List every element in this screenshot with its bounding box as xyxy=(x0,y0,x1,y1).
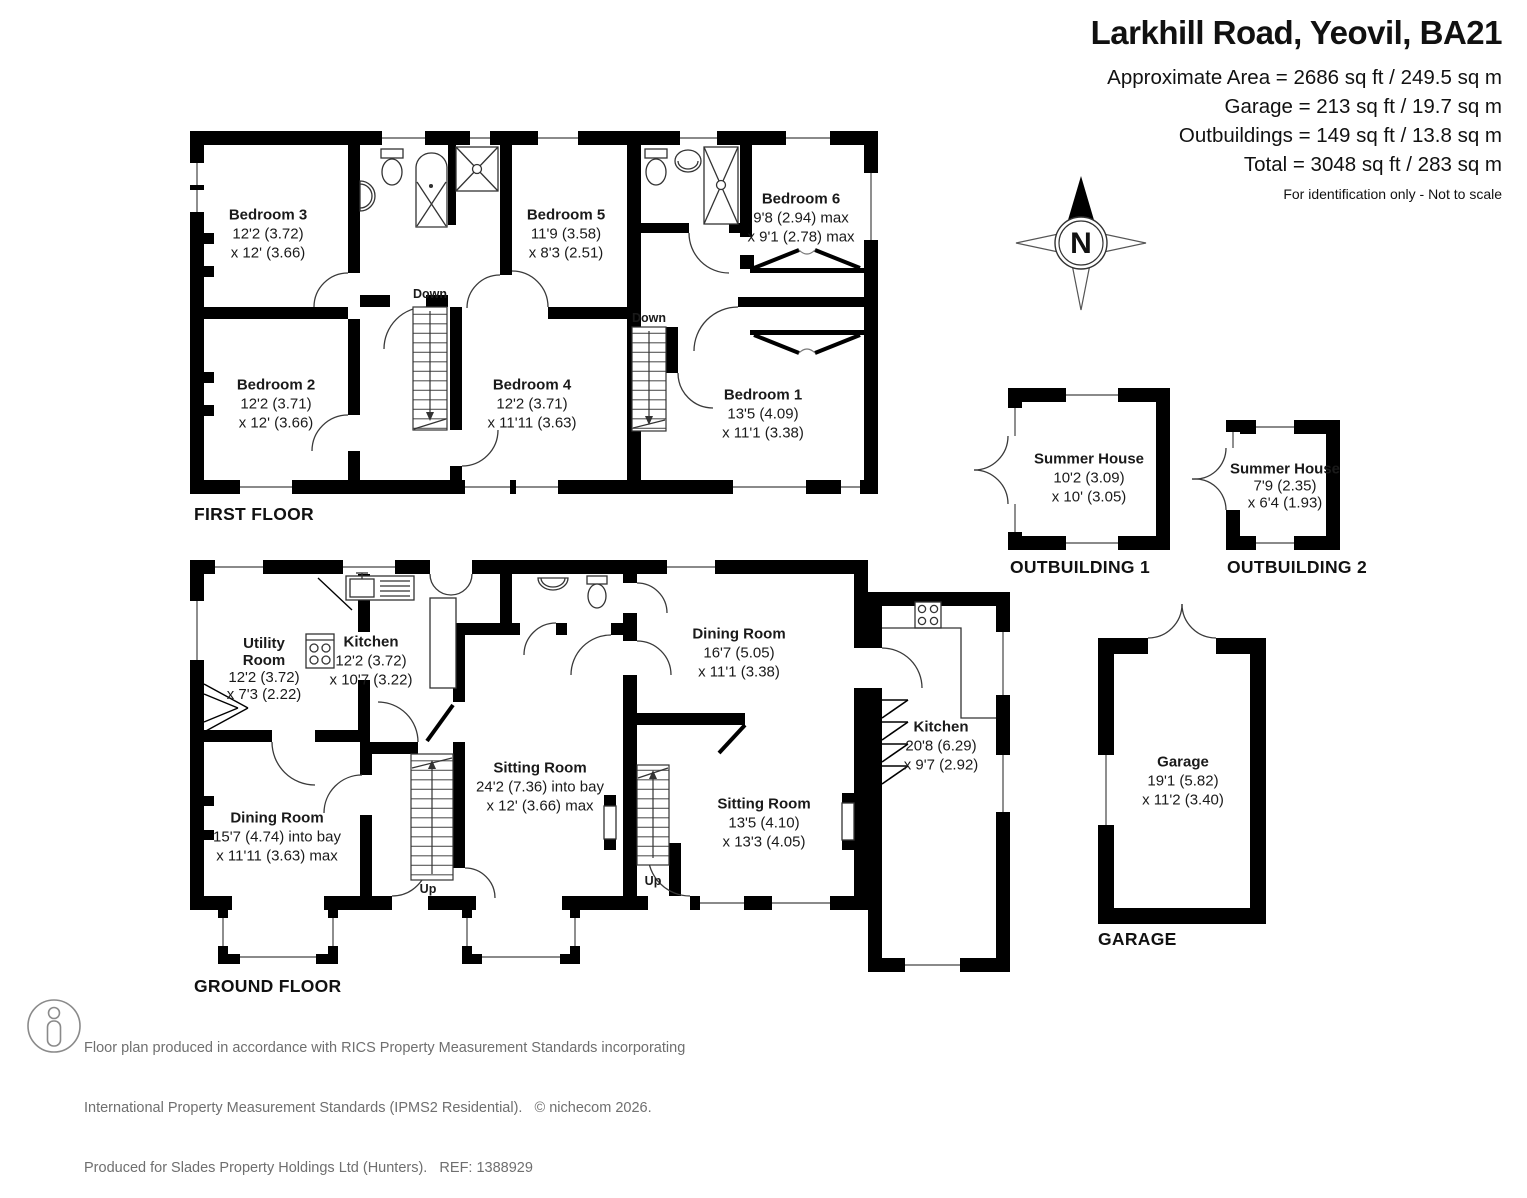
cloak-sink-icon xyxy=(537,577,569,591)
stairs-down-label: Down xyxy=(412,287,448,301)
outbuilding-1-caption: OUTBUILDING 1 xyxy=(1010,557,1151,577)
ground-floor-caption: GROUND FLOOR xyxy=(194,976,342,996)
footer-line: Produced for Slades Property Holdings Lt… xyxy=(84,1160,533,1176)
ff-windows xyxy=(190,131,878,494)
stairs-up-label: Up xyxy=(644,874,662,888)
room-label-summer-house-1: Summer House 10'2 (3.09) x 10' (3.05) xyxy=(1033,450,1145,506)
bath-icon xyxy=(415,152,448,228)
garage-plan xyxy=(1098,603,1266,924)
approximate-area: Approximate Area = 2686 sq ft / 249.5 sq… xyxy=(1107,66,1502,89)
room-label-kitchen: Kitchen 12'2 (3.72) x 10'7 (3.22) xyxy=(329,633,413,689)
hob-icon xyxy=(305,633,335,669)
compass-rose xyxy=(1015,176,1147,311)
room-label-dining-room: Dining Room 15'7 (4.74) into bay x 11'11… xyxy=(213,809,341,865)
person-icon xyxy=(27,999,81,1053)
gf-stairs-right xyxy=(636,764,670,866)
kitchen-sink-icon xyxy=(345,572,415,601)
title-block: Larkhill Road, Yeovil, BA21 Approximate … xyxy=(1090,14,1503,202)
ff-bathroom-fixtures xyxy=(359,146,739,228)
room-label-bedroom-2: Bedroom 2 12'2 (3.71) x 12' (3.66) xyxy=(236,376,316,432)
outbuildings-area: Outbuildings = 149 sq ft / 13.8 sq m xyxy=(1178,124,1502,147)
footer-line: Floor plan produced in accordance with R… xyxy=(84,1040,686,1056)
first-floor-plan xyxy=(190,131,878,494)
ff-doors xyxy=(311,232,739,467)
hob-icon xyxy=(914,601,942,629)
disclaimer: For identification only - Not to scale xyxy=(1283,186,1502,202)
room-label-dining-room: Dining Room 16'7 (5.05) x 11'1 (3.38) xyxy=(692,625,786,681)
stairs-down-label: Down xyxy=(631,311,667,325)
outbuilding-2-caption: OUTBUILDING 2 xyxy=(1227,557,1368,577)
ff-stairs-right xyxy=(631,326,667,432)
floor-plan-canvas xyxy=(27,131,1340,1053)
room-label-bedroom-6: Bedroom 6 9'8 (2.94) max x 9'1 (2.78) ma… xyxy=(747,190,855,246)
cloak-toilet-icon xyxy=(586,575,608,609)
page-title: Larkhill Road, Yeovil, BA21 xyxy=(1090,14,1503,51)
ground-floor-plan xyxy=(190,560,1010,972)
ff-stairs-left xyxy=(412,306,448,431)
utility-shelves xyxy=(203,577,353,733)
footer-disclaimer: Floor plan produced in accordance with R… xyxy=(84,998,685,1198)
pantry-shelves xyxy=(881,699,909,785)
room-label-bedroom-5: Bedroom 5 11'9 (3.58) x 8'3 (2.51) xyxy=(526,206,606,262)
garage-area: Garage = 213 sq ft / 19.7 sq m xyxy=(1224,95,1502,118)
room-label-summer-house-2: Summer House 7'9 (2.35) x 6'4 (1.93) xyxy=(1229,460,1341,512)
toilet-icon xyxy=(380,148,404,186)
gf-bay-windows xyxy=(218,910,580,964)
first-floor-caption: FIRST FLOOR xyxy=(194,504,314,524)
sink-icon xyxy=(359,180,376,212)
gf-door-gaps xyxy=(232,560,882,910)
room-label-kitchen: Kitchen 20'8 (6.29) x 9'7 (2.92) xyxy=(903,718,979,774)
gf-stairs-left xyxy=(410,753,454,881)
room-label-bedroom-3: Bedroom 3 12'2 (3.72) x 12' (3.66) xyxy=(228,206,308,262)
room-label-bedroom-1: Bedroom 1 13'5 (4.09) x 11'1 (3.38) xyxy=(722,386,804,442)
total-area: Total = 3048 sq ft / 283 sq m xyxy=(1243,153,1502,176)
gf-windows xyxy=(190,560,1010,972)
toilet-icon xyxy=(644,148,668,186)
room-label-garage: Garage 19'1 (5.82) x 11'2 (3.40) xyxy=(1142,753,1224,809)
fireplace-recess xyxy=(841,802,855,841)
shower-icon xyxy=(703,146,739,225)
footer-line: International Property Measurement Stand… xyxy=(84,1100,652,1116)
compass-north-label: N xyxy=(1070,227,1092,260)
room-label-utility-room: Utility Room 12'2 (3.72) x 7'3 (2.22) xyxy=(226,635,302,703)
ff-casement-windows xyxy=(753,248,861,355)
gf-fixtures xyxy=(203,572,996,841)
counter-line xyxy=(882,627,996,719)
outbuilding-2-plan xyxy=(1191,420,1340,550)
room-label-sitting-room: Sitting Room 24'2 (7.36) into bay x 12' … xyxy=(476,759,604,815)
ff-walls xyxy=(190,131,878,494)
outbuilding-1-plan xyxy=(973,388,1170,550)
garage-caption: GARAGE xyxy=(1098,929,1177,949)
room-label-bedroom-4: Bedroom 4 12'2 (3.71) x 11'11 (3.63) xyxy=(487,376,577,432)
kitchen-unit xyxy=(429,597,457,689)
fireplace-recess xyxy=(603,805,617,840)
room-label-sitting-room: Sitting Room 13'5 (4.10) x 13'3 (4.05) xyxy=(717,795,811,851)
sink-icon xyxy=(674,149,702,173)
stairs-up-label: Up xyxy=(419,882,437,896)
shower-icon xyxy=(455,146,499,192)
